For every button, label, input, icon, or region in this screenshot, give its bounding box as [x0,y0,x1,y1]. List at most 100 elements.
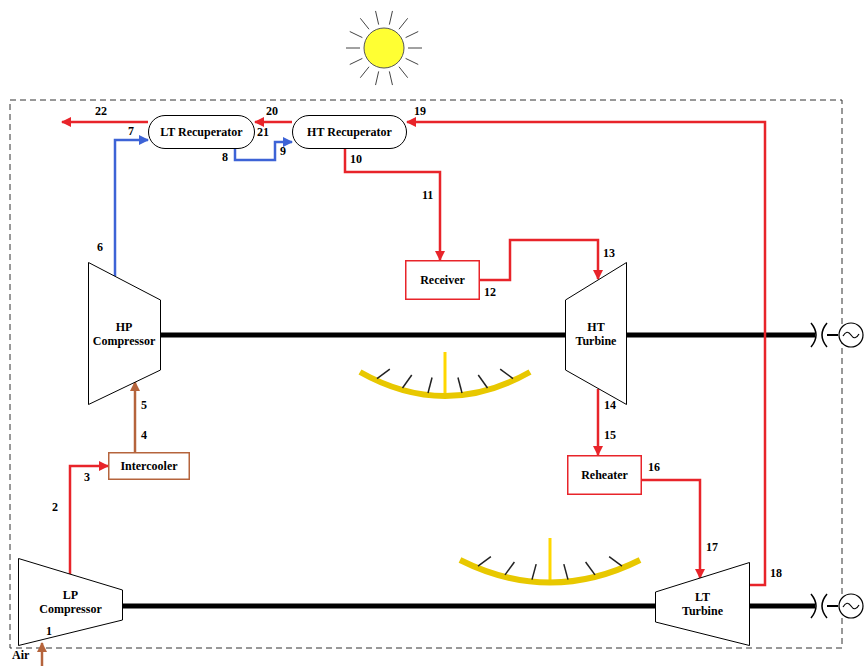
state-point-number: 6 [97,240,103,254]
parabolic-trough [460,538,640,583]
sun-ray [389,71,392,85]
turbine-symbol: HT Turbine [565,262,627,405]
generator-symbol [839,323,863,347]
generator-symbol [839,594,863,618]
node-label: Reheater [581,468,628,482]
state-point-number: 9 [280,144,286,158]
coupling-symbol [811,594,827,618]
node-label: HP Compressor [93,320,155,348]
mirror-rib [500,369,513,379]
node-outline [568,456,642,495]
state-point-number: 10 [350,152,362,166]
sun-ray [346,48,360,49]
state-point-number: 14 [604,398,616,412]
state-point-number: 21 [257,125,269,139]
flow-arrow [134,382,137,452]
mirror-rib [478,557,491,566]
state-point-number: 15 [604,428,616,442]
flow-arrow [115,140,148,276]
sun-ray [399,67,408,78]
sun-ray [350,58,363,64]
mirror-rib [609,557,622,566]
flow-arrow [642,480,700,578]
generator-symbol [843,603,859,609]
sun-ray [376,11,379,25]
sun-ray [406,58,419,64]
hp-shaft [140,333,815,338]
generator-shaft [827,334,838,336]
mirror-rib [586,562,595,575]
flow-arrow [597,389,600,455]
compressor-symbol: HP Compressor [88,262,161,405]
node-label: LT Recuperator [160,125,242,139]
sun-ray [376,71,379,85]
state-point-number: 7 [128,124,134,138]
node-label: Receiver [420,273,465,287]
reheater-box: Reheater [567,455,642,495]
sun-ray [350,32,363,38]
turbine-symbol: LT Turbine [655,562,750,646]
mirror-rib [377,369,390,379]
recuperator-box: HT Recuperator [292,115,407,149]
mirror-rib [403,375,412,388]
generator-shaft [827,605,838,607]
recuperator-box: LT Recuperator [148,115,255,149]
node-outline [88,263,160,405]
exhaust-arrow [62,121,148,124]
node-outline [293,116,407,149]
intercooler-box: Intercooler [108,452,190,480]
state-point-number: 22 [95,104,107,118]
node-label: LT Turbine [682,590,723,618]
node-outline [109,453,190,480]
sun-ray [360,67,369,78]
flow-arrow [255,121,292,124]
state-point-number: 2 [52,500,58,514]
mirror-rib [478,375,487,388]
state-point-number: 5 [141,398,147,412]
state-point-number: 3 [84,470,90,484]
sun-symbol [346,11,422,85]
sun-ray [399,18,408,29]
state-point-number: 13 [603,246,615,260]
state-point-number: 1 [46,624,52,638]
system-boundary [10,100,842,648]
state-point-number: 18 [770,566,782,580]
node-outline [19,559,123,646]
mirror-rib [458,378,462,393]
compressor-symbol: LP Compressor [18,558,123,646]
flow-arrow [480,240,598,280]
state-point-number: 16 [648,460,660,474]
state-point-number: 12 [484,285,496,299]
flow-arrow [407,122,765,585]
sun-ray [408,48,422,49]
inlet-label: Air [12,648,29,662]
coupling-symbol [811,323,827,347]
state-point-number: 11 [422,188,433,202]
mirror-rib [532,564,536,579]
node-outline [149,116,255,149]
node-outline [406,261,480,300]
air-inlet-arrow [41,643,44,666]
node-outline [656,563,750,646]
node-label: Intercooler [120,459,177,473]
state-point-number: 17 [706,540,718,554]
mirror-rib [505,562,514,575]
mirror-rib [428,378,432,393]
receiver-box: Receiver [405,260,480,300]
generator-symbol [843,332,859,338]
flow-arrow [345,149,440,260]
state-point-number: 8 [222,150,228,164]
sun-ray [389,11,392,25]
node-label: HT Turbine [576,320,617,348]
flow-arrow [70,466,108,574]
sun-ray [406,32,419,38]
state-point-number: 4 [141,428,147,442]
node-outline [566,263,627,405]
node-label: HT Recuperator [307,125,392,139]
state-point-number: 19 [414,104,426,118]
node-label: LP Compressor [39,588,101,616]
parabolic-trough [360,352,530,396]
sun-ray [360,18,369,29]
